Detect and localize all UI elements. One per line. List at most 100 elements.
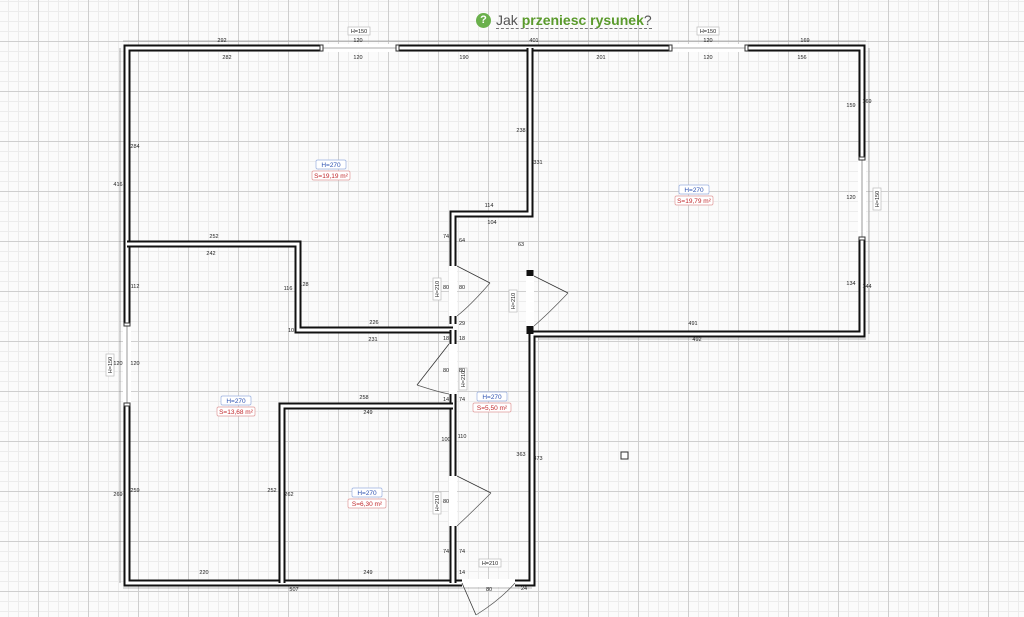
dimension-label: 80	[443, 285, 449, 291]
door-4-opening	[449, 476, 457, 526]
room-area-box	[311, 170, 351, 181]
dimension-label: 10	[288, 328, 294, 334]
dimension-label: 29	[459, 321, 465, 327]
dimension-label: 144	[862, 284, 871, 290]
dimension-label: 120	[846, 195, 855, 201]
help-link[interactable]: ? Jak przeniesc rysunek?	[476, 10, 652, 30]
dimension-label: 24	[521, 586, 527, 592]
room-height-box	[476, 391, 508, 402]
window-left-post-a	[123, 322, 131, 327]
door-4-leaf	[456, 475, 492, 494]
height-tag-text: H=150	[700, 29, 716, 35]
room-area-box	[472, 402, 512, 413]
room-height-box	[315, 159, 347, 170]
dimension-label: 169	[862, 99, 871, 105]
height-tag-box	[458, 367, 468, 391]
door-3-opening	[449, 344, 457, 394]
windows	[123, 44, 866, 407]
dimension-label: 190	[459, 55, 468, 61]
dimension-label: 74	[443, 234, 449, 240]
dimension-label: 416	[113, 182, 122, 188]
height-tag: H=150	[696, 26, 720, 36]
dimension-label: 401	[529, 38, 538, 44]
interior-wall-mid-inner	[451, 48, 532, 324]
room-height: H=270	[226, 398, 246, 405]
dimension-label: 74	[459, 397, 465, 403]
room-area-box	[347, 498, 387, 509]
window-right-post-a	[858, 156, 866, 161]
dimension-label: 14	[459, 570, 465, 576]
dimension-label: 120	[703, 55, 712, 61]
dimension-label: 18	[459, 336, 465, 342]
room-height: H=270	[321, 162, 341, 169]
dimension-label: 258	[359, 395, 368, 401]
room-area: S=13,68 m²	[219, 409, 254, 416]
dimension-label: 492	[692, 337, 701, 343]
dimension-label: 249	[363, 570, 372, 576]
window-top-right-post-b	[744, 44, 749, 52]
outer-wall	[123, 44, 866, 587]
door-2-leaf	[533, 275, 569, 294]
room-area: S=19,79 m²	[677, 198, 712, 205]
height-tag-text: H=210	[482, 561, 498, 567]
height-tag-text: H=210	[435, 281, 441, 297]
window-top-left-post-a	[319, 44, 324, 52]
room-area: S=6,30 m²	[352, 501, 383, 508]
dimension-label: 80	[443, 499, 449, 505]
dimension-label: 156	[797, 55, 806, 61]
dimension-label: 252	[267, 488, 276, 494]
dimension-label: 110	[458, 434, 467, 440]
height-tag-text: H=150	[108, 357, 114, 373]
selection-handle[interactable]	[620, 451, 629, 460]
window-left-post-b	[123, 402, 131, 407]
room-height: H=270	[482, 394, 502, 401]
interior-wall-top-left-inner	[127, 242, 453, 332]
doors	[416, 265, 569, 616]
height-tag-box	[478, 558, 502, 568]
height-tag-text: H=150	[351, 29, 367, 35]
height-tag: H=210	[458, 367, 468, 391]
dimension-label: 282	[222, 55, 231, 61]
door-2-opening	[526, 276, 534, 326]
door-1-arc	[456, 282, 491, 317]
dimension-label: 134	[846, 281, 855, 287]
dimension-label: 262	[284, 492, 293, 498]
dimension-label: 249	[363, 410, 372, 416]
dimension-label: 64	[459, 238, 465, 244]
height-tag-box	[432, 277, 442, 301]
dimension-label: 128	[299, 282, 308, 288]
dimension-lines	[119, 40, 870, 589]
help-prefix: Jak	[496, 11, 518, 28]
room-area: S=19,19 m²	[314, 173, 349, 180]
height-tag: H=210	[508, 289, 518, 313]
height-tag-text: H=210	[511, 293, 517, 309]
height-tag-box	[696, 26, 720, 36]
dimension-label: 373	[533, 456, 542, 462]
height-tag: H=150	[347, 26, 371, 36]
height-tag-box	[508, 289, 518, 313]
height-tag: H=150	[105, 353, 115, 377]
interior-wall-mid	[449, 48, 534, 324]
height-tag-text: H=210	[435, 495, 441, 511]
dimension-label: 114	[485, 203, 494, 209]
height-tag-text: H=150	[875, 191, 881, 207]
window-top-left-post-b	[395, 44, 400, 52]
door-1-leaf	[456, 265, 491, 284]
window-right-post-b	[858, 236, 866, 241]
door-3-arc	[416, 384, 450, 395]
dimension-label: 80	[459, 368, 465, 374]
help-link-text[interactable]: Jak przeniesc rysunek?	[496, 12, 652, 29]
room-area: S=5,50 m²	[477, 405, 508, 412]
question-mark-icon: ?	[476, 12, 491, 28]
height-tag: H=210	[432, 277, 442, 301]
room-height-box	[678, 184, 710, 195]
dimension-label: 220	[199, 570, 208, 576]
